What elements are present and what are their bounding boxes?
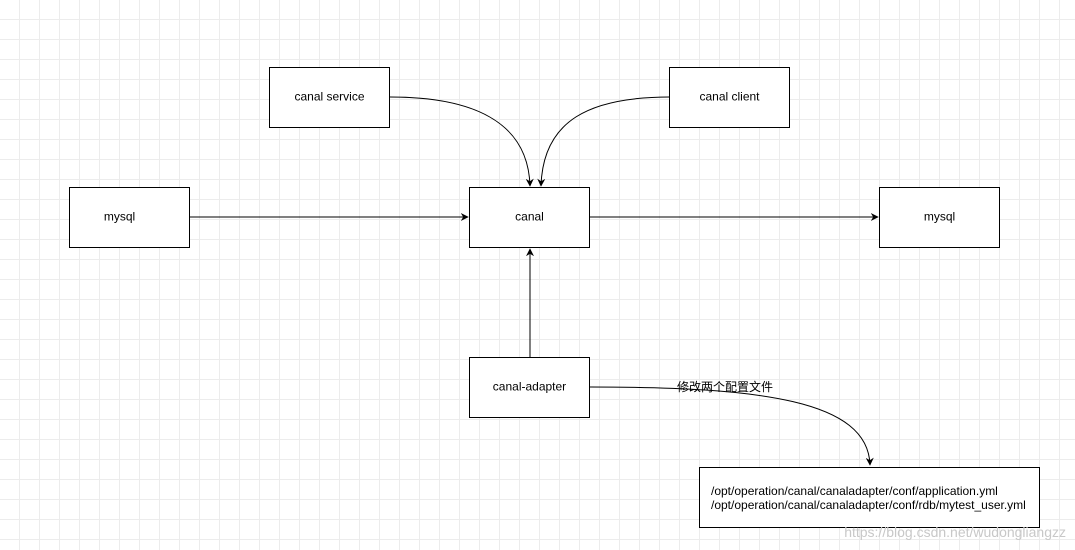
node-canal-client[interactable]: canal client [669,67,790,128]
edge-client-to-canal[interactable] [537,96,671,187]
node-canal-adapter-label: canal-adapter [493,380,566,394]
node-canal-service[interactable]: canal service [269,67,390,128]
config-file-path-2: /opt/operation/canal/canaladapter/conf/r… [711,498,1026,512]
node-canal-service-label: canal service [294,90,364,104]
node-canal-adapter[interactable]: canal-adapter [469,357,590,418]
node-mysql-source-label: mysql [104,210,135,224]
watermark-text: https://blog.csdn.net/wudongliangzz [844,524,1066,540]
node-canal[interactable]: canal [469,187,590,248]
edge-adapter-to-config-files[interactable] [589,386,874,466]
node-canal-label: canal [515,210,544,224]
edge-adapter-to-config-files-label: 修改两个配置文件 [677,379,773,394]
edge-service-to-canal[interactable] [389,96,534,187]
node-config-files[interactable]: /opt/operation/canal/canaladapter/conf/a… [699,467,1040,528]
config-file-path-1: /opt/operation/canal/canaladapter/conf/a… [711,484,998,498]
node-mysql-target-label: mysql [924,210,955,224]
node-mysql-source[interactable]: mysql [69,187,190,248]
node-canal-client-label: canal client [699,90,760,104]
node-mysql-target[interactable]: mysql [879,187,1000,248]
